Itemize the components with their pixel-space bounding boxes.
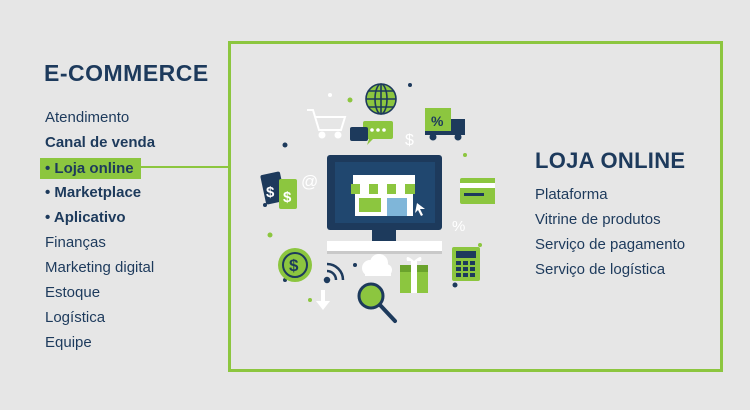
sidebar-title: E-COMMERCE [44,60,209,86]
detail-panel [228,41,723,372]
panel-item-vitrine: Vitrine de produtos [535,211,661,228]
connector-line [141,166,229,168]
storefront-icon [351,175,425,216]
sidebar-menu: Atendimento Canal de venda • Loja online… [40,106,180,356]
wifi-signal-icon [323,262,345,284]
svg-text:$: $ [266,184,275,201]
at-sign-icon: @ [301,172,318,191]
sidebar-item-atendimento[interactable]: Atendimento [45,109,130,126]
sidebar-item-loja-online[interactable]: • Loja online [40,158,141,179]
svg-text:$: $ [289,256,299,275]
svg-text:%: % [431,113,444,129]
chat-bubble-icon [350,121,393,145]
delivery-truck-icon: % [425,108,465,141]
sidebar-item-aplicativo[interactable]: • Aplicativo [45,209,126,226]
sidebar-item-logistica[interactable]: Logística [45,309,106,326]
gift-box-icon [400,257,428,293]
ecommerce-illustration: $ % $ $ @ % [260,83,495,323]
panel-item-pagamento: Serviço de pagamento [535,236,686,253]
shopping-cart-icon [307,109,347,139]
globe-icon [365,83,397,115]
sidebar-item-marketplace[interactable]: • Marketplace [45,184,142,201]
sidebar-item-equipe[interactable]: Equipe [45,334,92,351]
panel-items: Plataforma Vitrine de produtos Serviço d… [535,184,685,284]
sidebar-item-financas[interactable]: Finanças [45,234,106,251]
cloud-icon [362,254,392,276]
sidebar-item-canal-de-venda[interactable]: Canal de venda [45,134,156,151]
download-arrow-icon [316,290,330,310]
price-tag-icon: $ $ [260,171,297,209]
panel-item-plataforma: Plataforma [535,186,608,203]
computer-monitor-icon [327,155,442,254]
magnifier-icon [357,282,397,323]
calculator-icon [452,247,480,281]
credit-card-icon [460,178,495,204]
dollar-sign-icon: $ [405,132,414,149]
percent-icon: % [452,218,465,235]
svg-text:$: $ [283,189,292,206]
panel-title: LOJA ONLINE [535,148,686,173]
sidebar-item-estoque[interactable]: Estoque [45,284,101,301]
dollar-coin-icon: $ [278,248,312,282]
decorative-dots [263,83,482,302]
sidebar-item-marketing-digital[interactable]: Marketing digital [45,259,155,276]
panel-item-logistica: Serviço de logística [535,261,666,278]
